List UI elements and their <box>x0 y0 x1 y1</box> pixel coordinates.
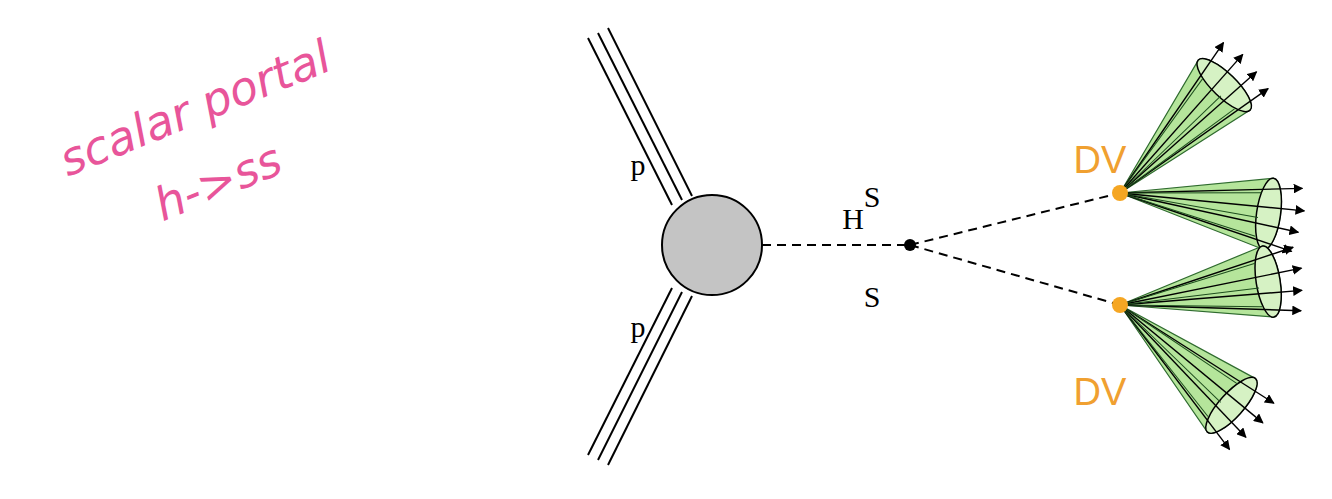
scalar-propagators <box>762 193 1120 305</box>
particle-label: p <box>631 150 646 180</box>
particle-label: H <box>842 204 864 234</box>
displaced-vertex <box>1112 297 1128 313</box>
particle-label: p <box>631 312 646 342</box>
handwritten-note: h->ss <box>148 136 288 228</box>
interaction-blob <box>662 195 762 295</box>
displaced-vertex <box>1112 185 1128 201</box>
vertex-label: DV <box>1074 141 1127 179</box>
handwritten-note: scalar portal <box>53 33 337 183</box>
particle-label: S <box>864 182 881 212</box>
decay-vertex <box>904 239 916 251</box>
particle-label: S <box>864 282 881 312</box>
vertex-label: DV <box>1074 373 1127 411</box>
